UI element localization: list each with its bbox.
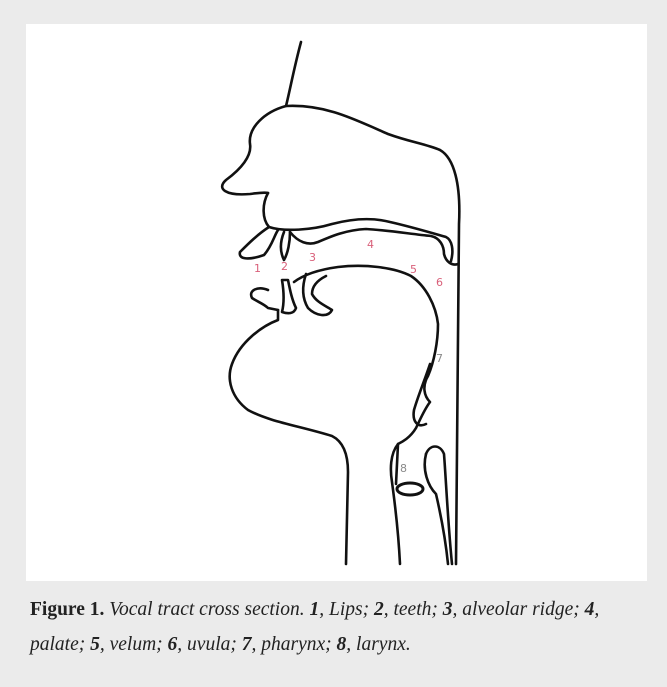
larynx-vocal-folds	[397, 483, 423, 495]
figure-label: Figure 1.	[30, 599, 104, 620]
face-outline	[222, 42, 301, 194]
vocal-tract-diagram: 1 2 3 4 5 6 7 8	[26, 24, 647, 581]
caption-text: , velum;	[100, 634, 168, 655]
label-7-pharynx: 7	[436, 352, 443, 365]
lower-incisor	[282, 280, 296, 313]
label-5-velum: 5	[410, 263, 417, 276]
caption-text: , teeth;	[384, 599, 443, 620]
label-4-palate: 4	[367, 238, 374, 251]
figure-caption: Figure 1. Vocal tract cross section. 1, …	[30, 592, 650, 662]
caption-text: , pharynx;	[252, 634, 337, 655]
caption-num: 4	[585, 599, 595, 620]
label-2-teeth: 2	[281, 260, 288, 273]
caption-num: 8	[337, 634, 347, 655]
tongue-and-jaw	[230, 310, 348, 564]
hard-palate	[264, 193, 453, 261]
label-1-lips: 1	[254, 262, 261, 275]
caption-num: 2	[374, 599, 384, 620]
figure-panel: 1 2 3 4 5 6 7 8	[26, 24, 647, 581]
label-3-alveolar-ridge: 3	[309, 251, 316, 264]
label-8-larynx: 8	[400, 462, 407, 475]
caption-num: 1	[309, 599, 319, 620]
caption-intro: Vocal tract cross section.	[104, 599, 309, 620]
nasal-cavity-roof	[286, 106, 459, 564]
tongue-tip	[303, 274, 332, 315]
caption-text: , uvula;	[177, 634, 241, 655]
larynx-tube	[391, 444, 400, 564]
caption-num: 6	[168, 634, 178, 655]
label-6-uvula: 6	[436, 276, 443, 289]
upper-lip-and-teeth	[240, 227, 290, 260]
caption-num: 5	[90, 634, 100, 655]
caption-text: , Lips;	[319, 599, 374, 620]
caption-num: 7	[242, 634, 252, 655]
caption-text: , alveolar ridge;	[452, 599, 584, 620]
lower-lip	[251, 288, 278, 310]
caption-text: , larynx.	[346, 634, 410, 655]
